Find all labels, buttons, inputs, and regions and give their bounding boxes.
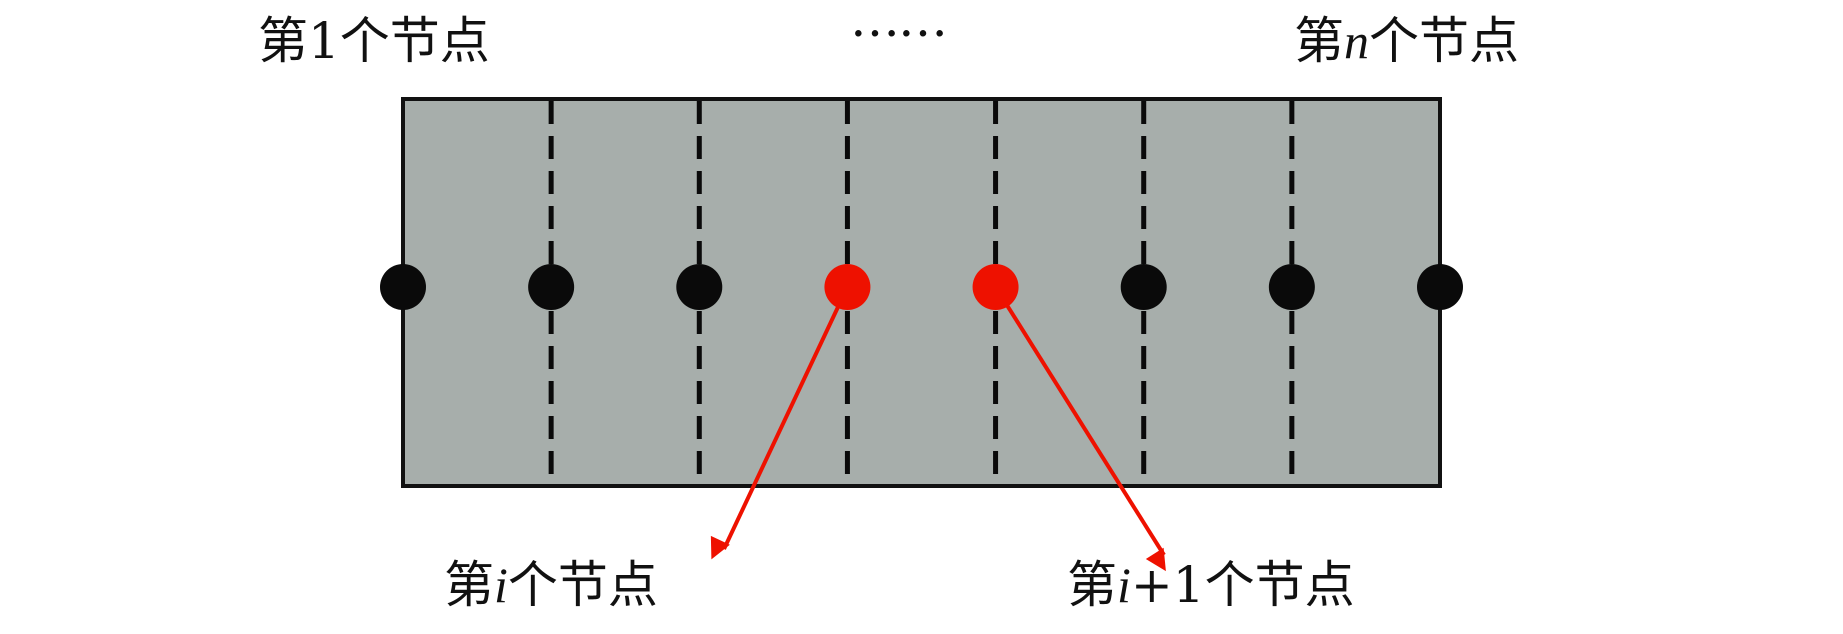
highlighted-node <box>972 264 1019 310</box>
pointer-arrow <box>710 286 850 560</box>
label-var-i: i <box>1117 557 1131 613</box>
pointer-arrow <box>993 285 1166 572</box>
node <box>676 264 723 310</box>
label-prefix: 第 <box>1067 556 1117 614</box>
node <box>528 264 575 310</box>
label-first-node: 第1个节点 <box>258 12 490 70</box>
label-prefix: 第 <box>444 556 494 614</box>
label-ellipsis: …… <box>850 0 948 48</box>
label-suffix: 个节点 <box>1369 12 1519 70</box>
label-var-n: n <box>1344 13 1369 69</box>
highlighted-node <box>824 264 871 310</box>
node <box>1268 264 1315 310</box>
label-plus-one: +1 <box>1130 556 1205 614</box>
label-prefix: 第 <box>1294 12 1344 70</box>
label-i-plus-1-node: 第i+1个节点 <box>1067 560 1355 610</box>
label-suffix: 个节点 <box>1204 556 1355 614</box>
label-nth-node: 第n个节点 <box>1294 16 1519 66</box>
node <box>380 264 426 310</box>
node <box>1120 264 1167 310</box>
bar-element <box>401 97 1442 488</box>
label-ith-node: 第i个节点 <box>444 560 658 610</box>
node <box>1417 264 1463 310</box>
label-suffix: 个节点 <box>507 556 658 614</box>
label-var-i: i <box>494 557 508 613</box>
